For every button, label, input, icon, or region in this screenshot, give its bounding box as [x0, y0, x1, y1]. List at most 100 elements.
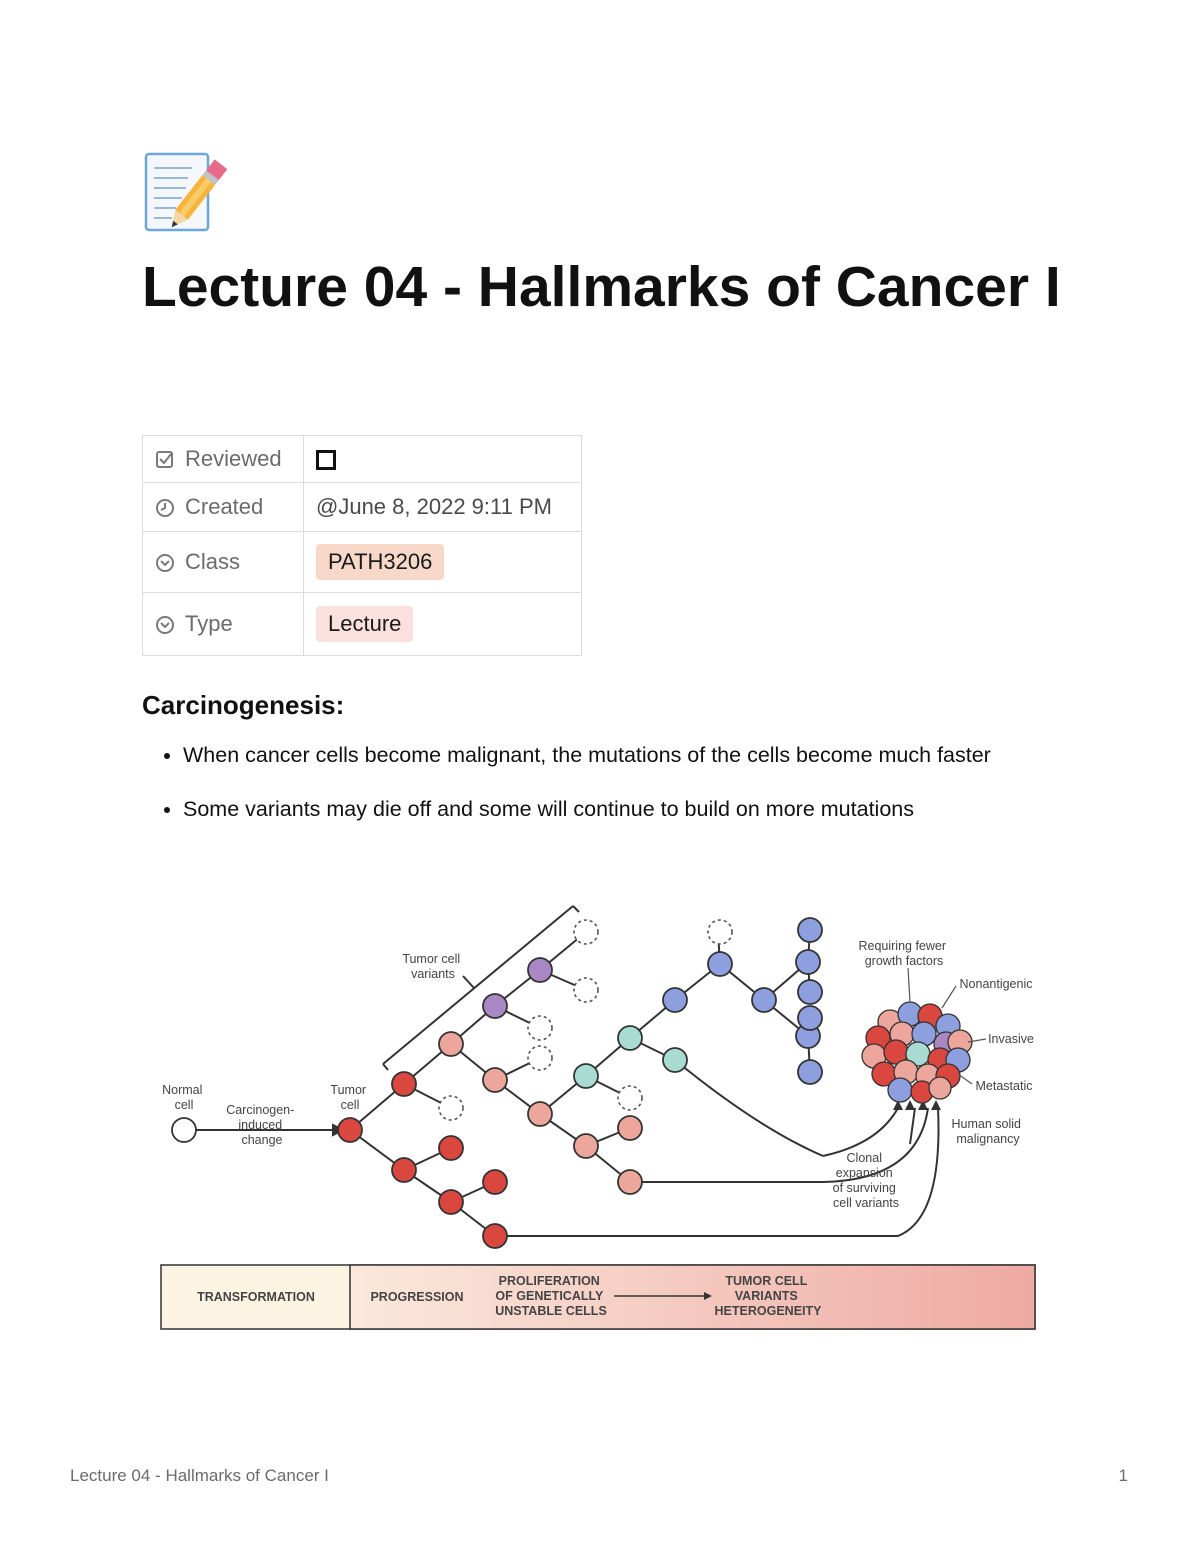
- property-key: Reviewed: [142, 435, 304, 483]
- memo-pencil-icon[interactable]: [142, 150, 232, 240]
- checkbox-icon: [156, 451, 173, 468]
- cell: [797, 1059, 823, 1085]
- property-value: [303, 435, 582, 483]
- cell: [797, 1005, 823, 1031]
- label-nonantigenic: Nonantigenic: [960, 977, 1033, 991]
- label-human-solid: Human solid malignancy: [952, 1117, 1025, 1146]
- reviewed-checkbox[interactable]: [316, 450, 336, 471]
- cell: [438, 1031, 464, 1057]
- property-key: Type: [142, 592, 304, 656]
- property-label: Type: [185, 611, 233, 636]
- leader-line: [957, 1073, 973, 1085]
- bracket: [382, 1063, 389, 1071]
- property-label: Created: [185, 494, 264, 519]
- clock-icon: [156, 499, 174, 517]
- page-title: Lecture 04 - Hallmarks of Cancer I: [142, 255, 1061, 319]
- bracket: [462, 975, 475, 989]
- bracket: [572, 905, 580, 913]
- property-key: Created: [142, 482, 304, 532]
- leader-line: [967, 1038, 987, 1043]
- section-heading: Carcinogenesis:: [142, 690, 345, 720]
- cell: [482, 1067, 508, 1093]
- cell: [573, 1133, 599, 1159]
- cell: [797, 917, 823, 943]
- cell: [707, 951, 733, 977]
- property-row-created: Created @June 8, 2022 9:11 PM: [142, 482, 582, 532]
- property-row-reviewed: Reviewed: [142, 435, 582, 483]
- property-key: Class: [142, 531, 304, 593]
- property-label: Reviewed: [185, 446, 282, 471]
- cell: [617, 1115, 643, 1141]
- footer-page-number: 1: [1118, 1466, 1128, 1485]
- type-tag[interactable]: Lecture: [316, 606, 414, 642]
- dead-cell: [438, 1095, 464, 1121]
- cell: [482, 1223, 508, 1249]
- cell: [795, 949, 821, 975]
- band-progression: [349, 1264, 1036, 1330]
- cell: [438, 1189, 464, 1215]
- arrowhead: [704, 1292, 712, 1300]
- band-label-progression: PROGRESSION: [370, 1290, 463, 1304]
- arrowhead: [893, 1100, 903, 1110]
- property-value: PATH3206: [303, 531, 582, 593]
- tumor-mass: [861, 1001, 973, 1104]
- created-date[interactable]: @June 8, 2022 9:11 PM: [316, 494, 552, 519]
- dead-cell: [573, 919, 599, 945]
- connector: [495, 1107, 940, 1237]
- leader-line: [941, 985, 957, 1009]
- carcinogenesis-diagram: Normal cell Carcinogen- induced change T…: [158, 898, 1038, 1333]
- property-label: Class: [185, 549, 241, 574]
- normal-cell: [171, 1117, 197, 1143]
- select-icon: [156, 616, 174, 634]
- connector: [822, 1107, 899, 1157]
- dead-cell: [527, 1045, 553, 1071]
- connector: [822, 1107, 929, 1183]
- dead-cell: [707, 919, 733, 945]
- property-row-type: Type Lecture: [142, 592, 582, 656]
- arrowhead: [918, 1100, 928, 1110]
- class-tag[interactable]: PATH3206: [316, 544, 445, 580]
- arrowhead: [931, 1100, 941, 1110]
- cell: [391, 1157, 417, 1183]
- band-label-transformation: TRANSFORMATION: [197, 1290, 315, 1304]
- label-requiring: Requiring fewer growth factors: [858, 939, 949, 968]
- label-tumor-variants: Tumor cell variants: [402, 952, 463, 981]
- footer-title: Lecture 04 - Hallmarks of Cancer I: [70, 1466, 329, 1485]
- cell: [617, 1169, 643, 1195]
- connector: [674, 1059, 824, 1157]
- connector: [909, 1107, 916, 1145]
- property-value: Lecture: [303, 592, 582, 656]
- label-invasive: Invasive: [988, 1032, 1034, 1046]
- list-item: When cancer cells become malignant, the …: [183, 740, 1083, 770]
- cell: [438, 1135, 464, 1161]
- list-item: Some variants may die off and some will …: [183, 794, 1083, 824]
- tumor-cell: [337, 1117, 363, 1143]
- dead-cell: [573, 977, 599, 1003]
- cell: [527, 1101, 553, 1127]
- cell: [482, 1169, 508, 1195]
- label-tumor-cell: Tumor cell: [330, 1083, 369, 1112]
- properties-table: Reviewed Created @June 8, 2022 9:11 PM: [142, 435, 582, 656]
- cell: [391, 1071, 417, 1097]
- cell: [482, 993, 508, 1019]
- label-metastatic: Metastatic: [976, 1079, 1033, 1093]
- property-value: @June 8, 2022 9:11 PM: [303, 482, 582, 532]
- cell: [617, 1025, 643, 1051]
- select-icon: [156, 554, 174, 572]
- band-label-heterogeneity: TUMOR CELL VARIANTS HETEROGENEITY: [715, 1274, 823, 1318]
- cell: [573, 1063, 599, 1089]
- cell: [662, 1047, 688, 1073]
- cell: [662, 987, 688, 1013]
- label-carcinogen: Carcinogen- induced change: [226, 1103, 298, 1147]
- arrowhead: [905, 1100, 915, 1110]
- bracket: [382, 905, 574, 1065]
- leader-line: [907, 967, 911, 1003]
- band-label-proliferation: PROLIFERATION OF GENETICALLY UNSTABLE CE…: [495, 1274, 607, 1318]
- label-normal-cell: Normal cell: [162, 1083, 206, 1112]
- cell: [751, 987, 777, 1013]
- label-clonal: Clonal expansion of surviving cell varia…: [833, 1151, 900, 1210]
- dead-cell: [527, 1015, 553, 1041]
- bullet-list: When cancer cells become malignant, the …: [142, 740, 1083, 848]
- dead-cell: [617, 1085, 643, 1111]
- property-row-class: Class PATH3206: [142, 531, 582, 593]
